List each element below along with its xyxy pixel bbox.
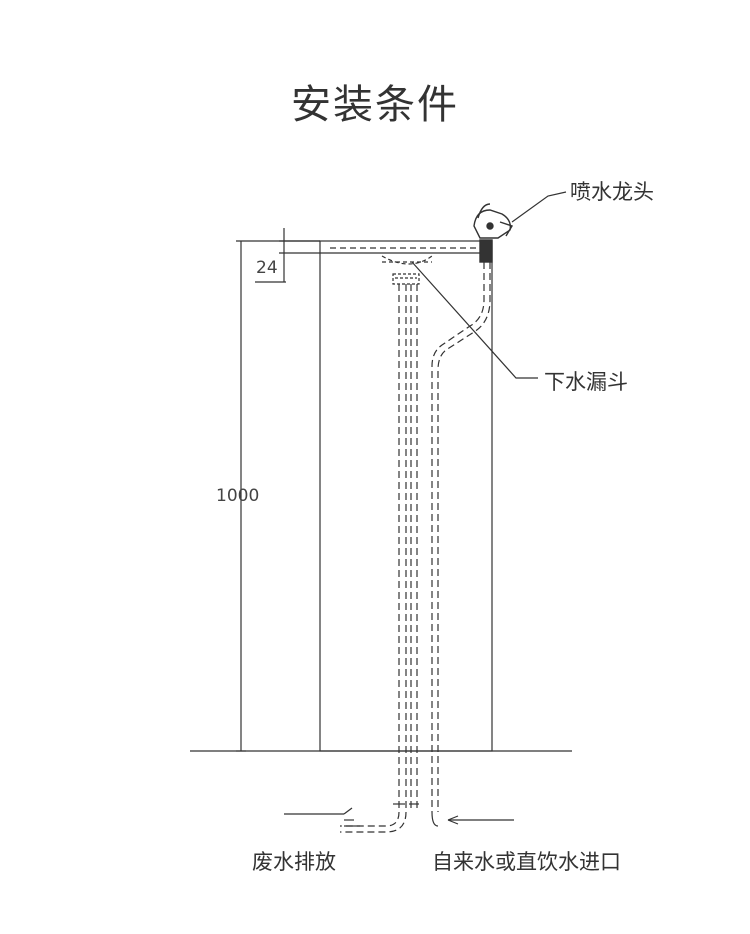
drain-funnel-shape [381,255,433,265]
drain-pipes [340,284,418,833]
fountain-head-leader [511,191,567,223]
drain-funnel-leader [411,261,538,379]
drain-fitting [392,273,420,285]
drain-funnel-label: 下水漏斗 [544,370,628,394]
waste-drain-label: 废水排放 [252,850,336,874]
supply-pipe [431,262,491,812]
fountain-head-label: 喷水龙头 [570,180,654,204]
height-label: 1000 [216,486,260,506]
page-title: 安装条件 [291,82,459,128]
top-offset-label: 24 [256,258,278,278]
fountain-head-shape [473,203,514,263]
water-inlet-label: 自来水或直饮水进口 [432,850,621,874]
